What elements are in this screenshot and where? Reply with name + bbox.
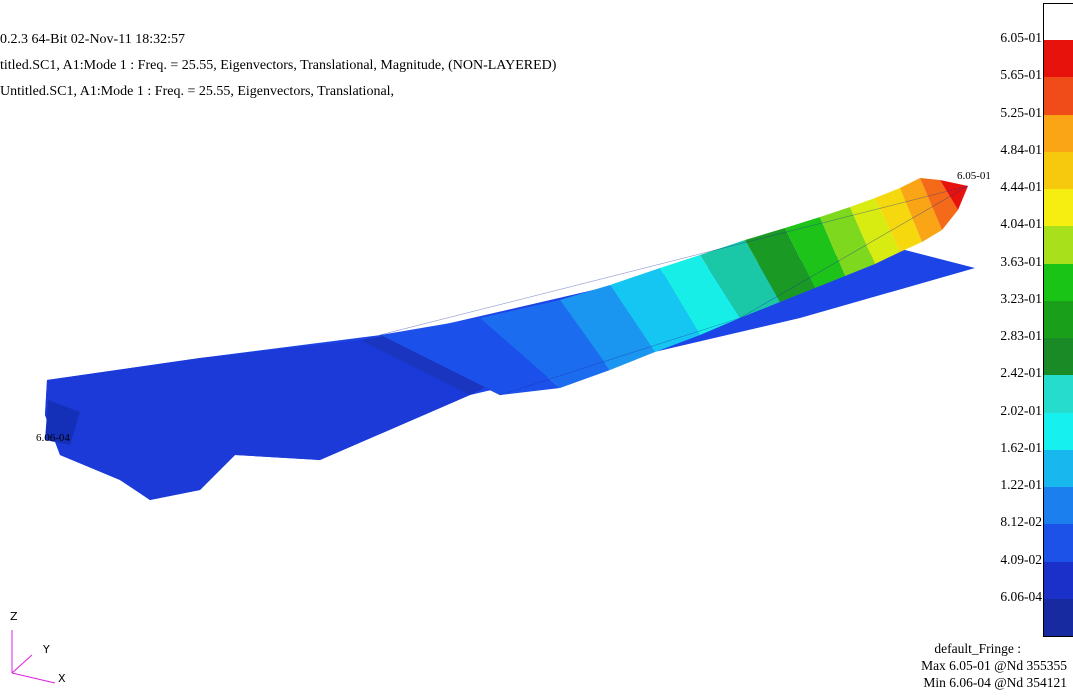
legend-tick-label: 8.12-02 — [1000, 514, 1042, 530]
legend-tick-label: 3.63-01 — [1000, 253, 1042, 269]
root-notch — [45, 400, 80, 445]
legend-color-band — [1043, 151, 1073, 190]
legend-color-band — [1043, 226, 1073, 265]
legend-min-text: Min 6.06-04 @Nd 354121 — [923, 675, 1067, 690]
legend-tick-label: 1.62-01 — [1000, 439, 1042, 455]
legend-tick-label: 2.02-01 — [1000, 402, 1042, 418]
legend-color-band — [1043, 300, 1073, 339]
coordinate-triad-icon — [11, 630, 56, 684]
triad-z-label: Z — [10, 610, 18, 623]
legend-tick-label: 4.09-02 — [1000, 551, 1042, 567]
legend-tick-label: 1.22-01 — [1000, 477, 1042, 493]
legend-color-band — [1043, 263, 1073, 302]
min-node-label: 6.06-04 — [36, 432, 70, 444]
root-shadow — [360, 330, 500, 395]
legend-tick-label: 6.06-04 — [1000, 588, 1042, 604]
legend-tick-label: 3.23-01 — [1000, 290, 1042, 306]
legend-color-band — [1043, 40, 1073, 78]
legend-tick-label: 5.65-01 — [1000, 67, 1042, 83]
max-node-label: 6.05-01 — [957, 170, 991, 182]
triad-x-label: X — [58, 672, 66, 685]
legend-color-band — [1043, 77, 1073, 116]
legend-color-band — [1043, 189, 1073, 227]
legend-tick-label: 2.42-01 — [1000, 365, 1042, 381]
legend-max-text: Max 6.05-01 @Nd 355355 — [921, 658, 1067, 673]
header-line-2: titled.SC1, A1:Mode 1 : Freq. = 25.55, E… — [0, 58, 557, 73]
legend-color-band — [1043, 3, 1073, 42]
legend-color-band — [1043, 487, 1073, 525]
legend-tick-label: 4.84-01 — [1000, 141, 1042, 157]
legend-color-band — [1043, 524, 1073, 563]
legend-color-band — [1043, 412, 1073, 451]
legend-color-band — [1043, 449, 1073, 488]
legend-title: default_Fringe : — [934, 641, 1021, 656]
legend-color-band — [1043, 338, 1073, 376]
legend-color-band — [1043, 114, 1073, 153]
legend-tick-label: 2.83-01 — [1000, 328, 1042, 344]
legend-color-band — [1043, 561, 1073, 600]
legend-color-band — [1043, 598, 1073, 638]
deformed-blade — [379, 178, 969, 396]
legend-tick-label: 4.44-01 — [1000, 179, 1042, 195]
legend-tick-label: 4.04-01 — [1000, 216, 1042, 232]
header-line-3: Untitled.SC1, A1:Mode 1 : Freq. = 25.55,… — [0, 84, 395, 99]
legend-color-band — [1043, 375, 1073, 414]
header-line-1: 0.2.3 64-Bit 02-Nov-11 18:32:57 — [0, 32, 185, 47]
root-block — [45, 340, 470, 500]
legend-tick-label: 5.25-01 — [1000, 104, 1042, 120]
legend-tick-label: 6.05-01 — [1000, 30, 1042, 46]
triad-y-label: Y — [43, 643, 50, 656]
